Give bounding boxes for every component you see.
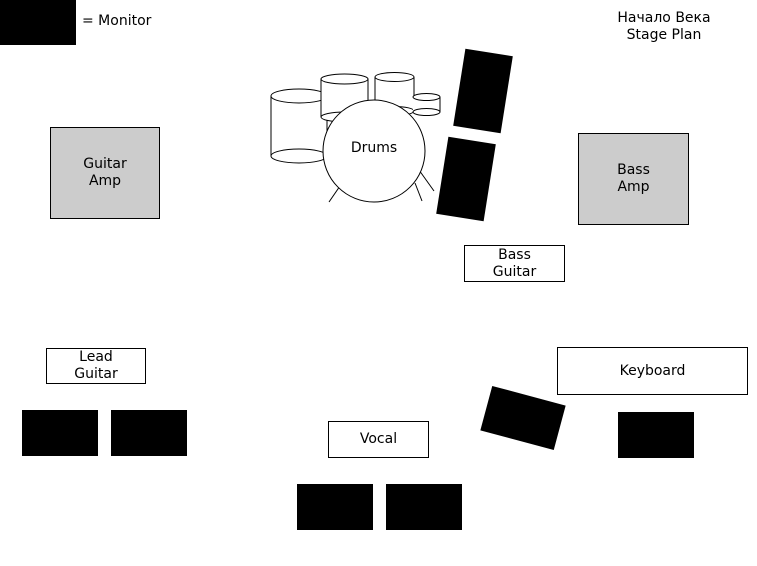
- guitar-amp-line-2: Amp: [88, 173, 122, 189]
- lead-guitar-line-1: Lead: [79, 349, 113, 365]
- monitor-lead-guitar-right: [111, 410, 187, 456]
- keyboard-position: Keyboard: [557, 347, 748, 395]
- title-line-1: Начало Века: [617, 10, 711, 26]
- bass-guitar-position: Bass Guitar: [464, 245, 565, 282]
- bass-guitar-line-2: Guitar: [492, 263, 537, 280]
- guitar-amp-line-1: Guitar: [83, 156, 127, 172]
- legend-monitor-swatch: [0, 0, 76, 45]
- floor-tom: [270, 88, 328, 164]
- lead-guitar-line-2: Guitar: [74, 366, 118, 382]
- monitor-lead-guitar-left: [22, 410, 98, 456]
- page-title: Начало Века Stage Plan: [606, 10, 722, 44]
- guitar-amp: Guitar Amp: [50, 127, 160, 219]
- drum-stand-legs: [328, 169, 435, 203]
- monitor-vocal-left: [297, 484, 373, 530]
- title-line-2: Stage Plan: [626, 27, 702, 43]
- monitor-vocal-right: [386, 484, 462, 530]
- bass-amp-line-1: Bass: [617, 162, 650, 178]
- drums-label: Drums: [350, 140, 398, 156]
- legend-label: = Monitor: [82, 13, 152, 29]
- bass-amp: Bass Amp: [578, 133, 689, 225]
- monitor-keyboard: [618, 412, 694, 458]
- bass-guitar-line-1: Bass: [498, 246, 531, 263]
- lead-guitar-position: Lead Guitar: [46, 348, 146, 384]
- rack-tom-3: [412, 93, 441, 116]
- bass-amp-line-2: Amp: [617, 179, 650, 195]
- bass-drum: [322, 99, 426, 203]
- vocal-position: Vocal: [328, 421, 429, 458]
